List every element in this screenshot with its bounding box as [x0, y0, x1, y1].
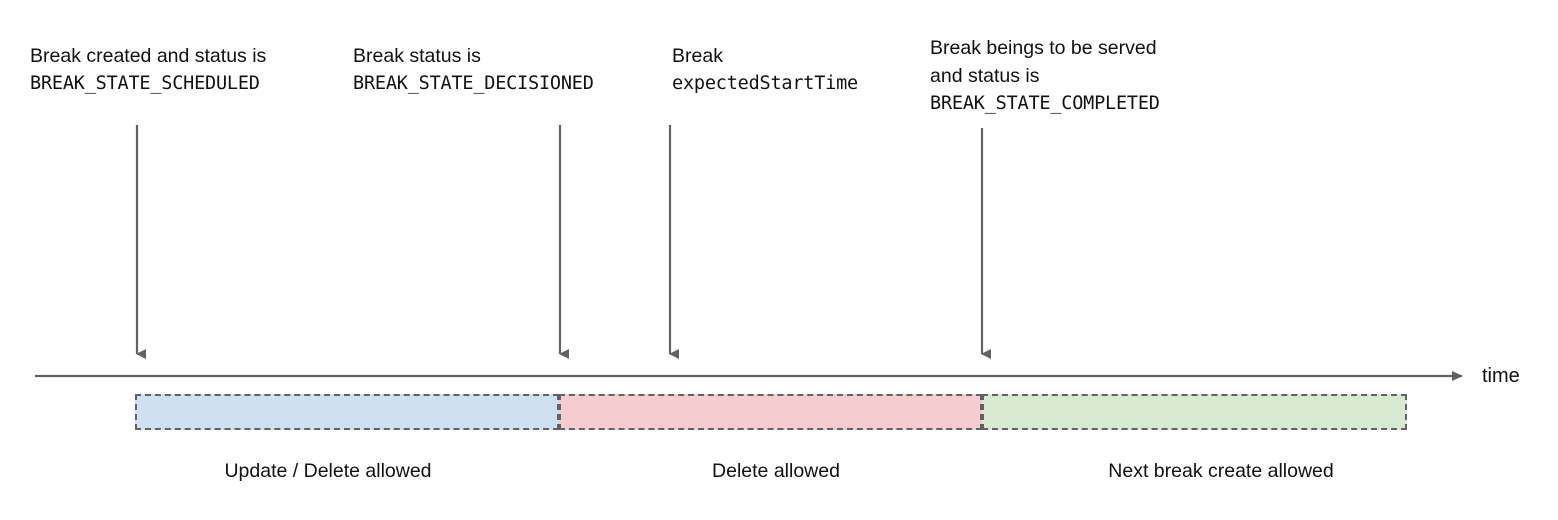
annotation-scheduled: Break created and status is BREAK_STATE_…: [30, 42, 266, 98]
annotation-completed-line3: BREAK_STATE_COMPLETED: [930, 93, 1160, 114]
caption-next-break-create: Next break create allowed: [1108, 460, 1334, 482]
annotation-expected-start-time-line2: expectedStartTime: [672, 73, 858, 94]
segment-update-delete: [135, 394, 559, 430]
annotation-scheduled-line1: Break created and status is: [30, 45, 267, 67]
annotation-expected-start-time-line1: Break: [672, 45, 723, 67]
segment-delete: [559, 394, 982, 430]
annotation-decisioned-line2: BREAK_STATE_DECISIONED: [353, 73, 594, 94]
time-axis-label: time: [1482, 365, 1520, 387]
caption-update-delete: Update / Delete allowed: [224, 460, 432, 482]
annotation-completed-line1: Break beings to be served: [930, 37, 1157, 59]
annotation-decisioned: Break status is BREAK_STATE_DECISIONED: [353, 42, 594, 98]
annotation-expected-start-time: Break expectedStartTime: [672, 42, 858, 98]
annotation-scheduled-line2: BREAK_STATE_SCHEDULED: [30, 73, 260, 94]
annotation-completed: Break beings to be served and status is …: [930, 34, 1160, 118]
segment-next-break-create: [982, 394, 1407, 430]
annotation-completed-line2: and status is: [930, 65, 1040, 87]
caption-delete: Delete allowed: [712, 460, 840, 482]
annotation-decisioned-line1: Break status is: [353, 45, 481, 67]
